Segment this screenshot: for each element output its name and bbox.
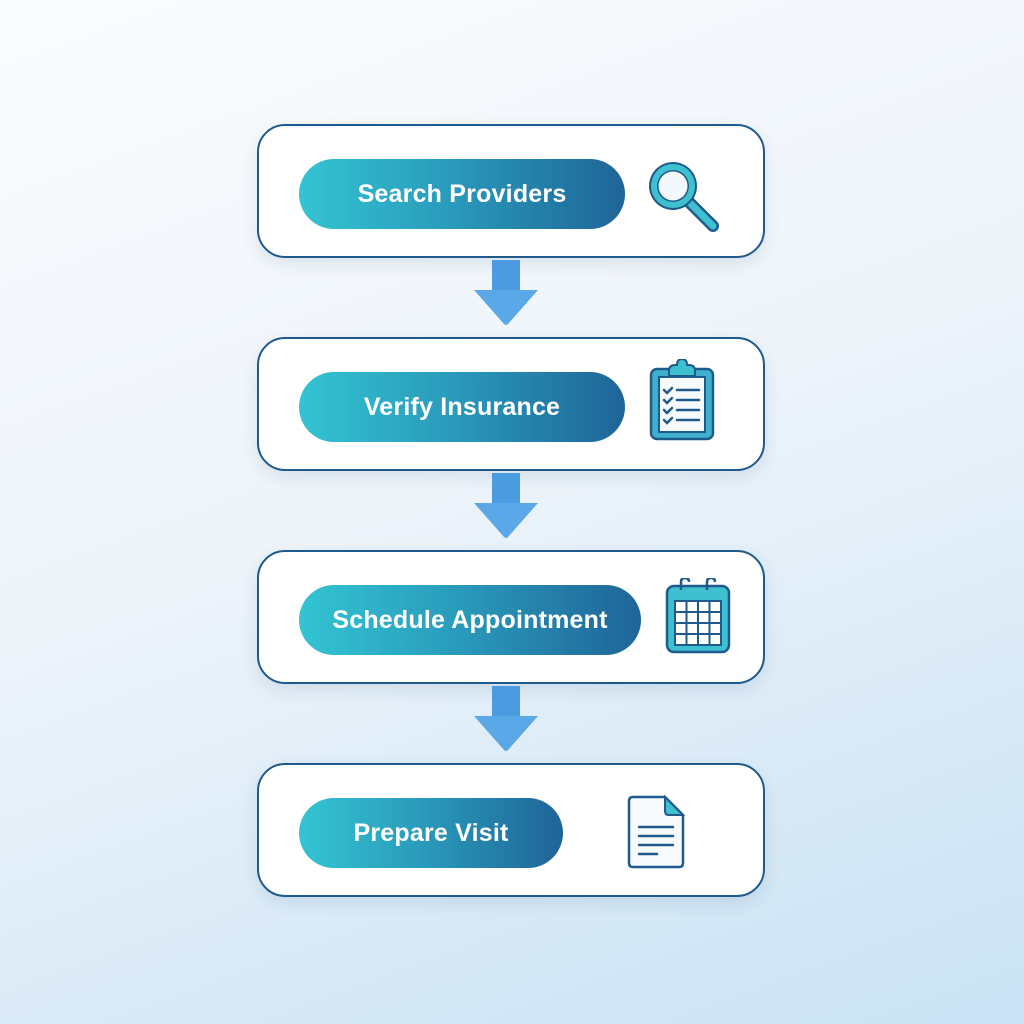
step-prepare-visit: Prepare Visit: [257, 763, 765, 897]
schedule-appointment-button[interactable]: Schedule Appointment: [299, 585, 641, 655]
search-providers-button[interactable]: Search Providers: [299, 159, 625, 229]
magnifier-icon: [649, 162, 719, 232]
step-label: Search Providers: [357, 179, 567, 208]
step-schedule-appointment: Schedule Appointment: [257, 550, 765, 684]
step-label: Verify Insurance: [363, 392, 561, 421]
document-icon: [627, 795, 686, 869]
arrow-down-icon: [474, 686, 538, 751]
prepare-visit-button[interactable]: Prepare Visit: [299, 798, 563, 868]
step-label: Schedule Appointment: [332, 605, 608, 634]
calendar-icon: [665, 578, 731, 654]
step-verify-insurance: Verify Insurance: [257, 337, 765, 471]
arrow-down-icon: [474, 473, 538, 538]
verify-insurance-button[interactable]: Verify Insurance: [299, 372, 625, 442]
step-search-providers: Search Providers: [257, 124, 765, 258]
clipboard-checklist-icon: [649, 359, 715, 441]
arrow-down-icon: [474, 260, 538, 325]
step-label: Prepare Visit: [353, 818, 509, 847]
